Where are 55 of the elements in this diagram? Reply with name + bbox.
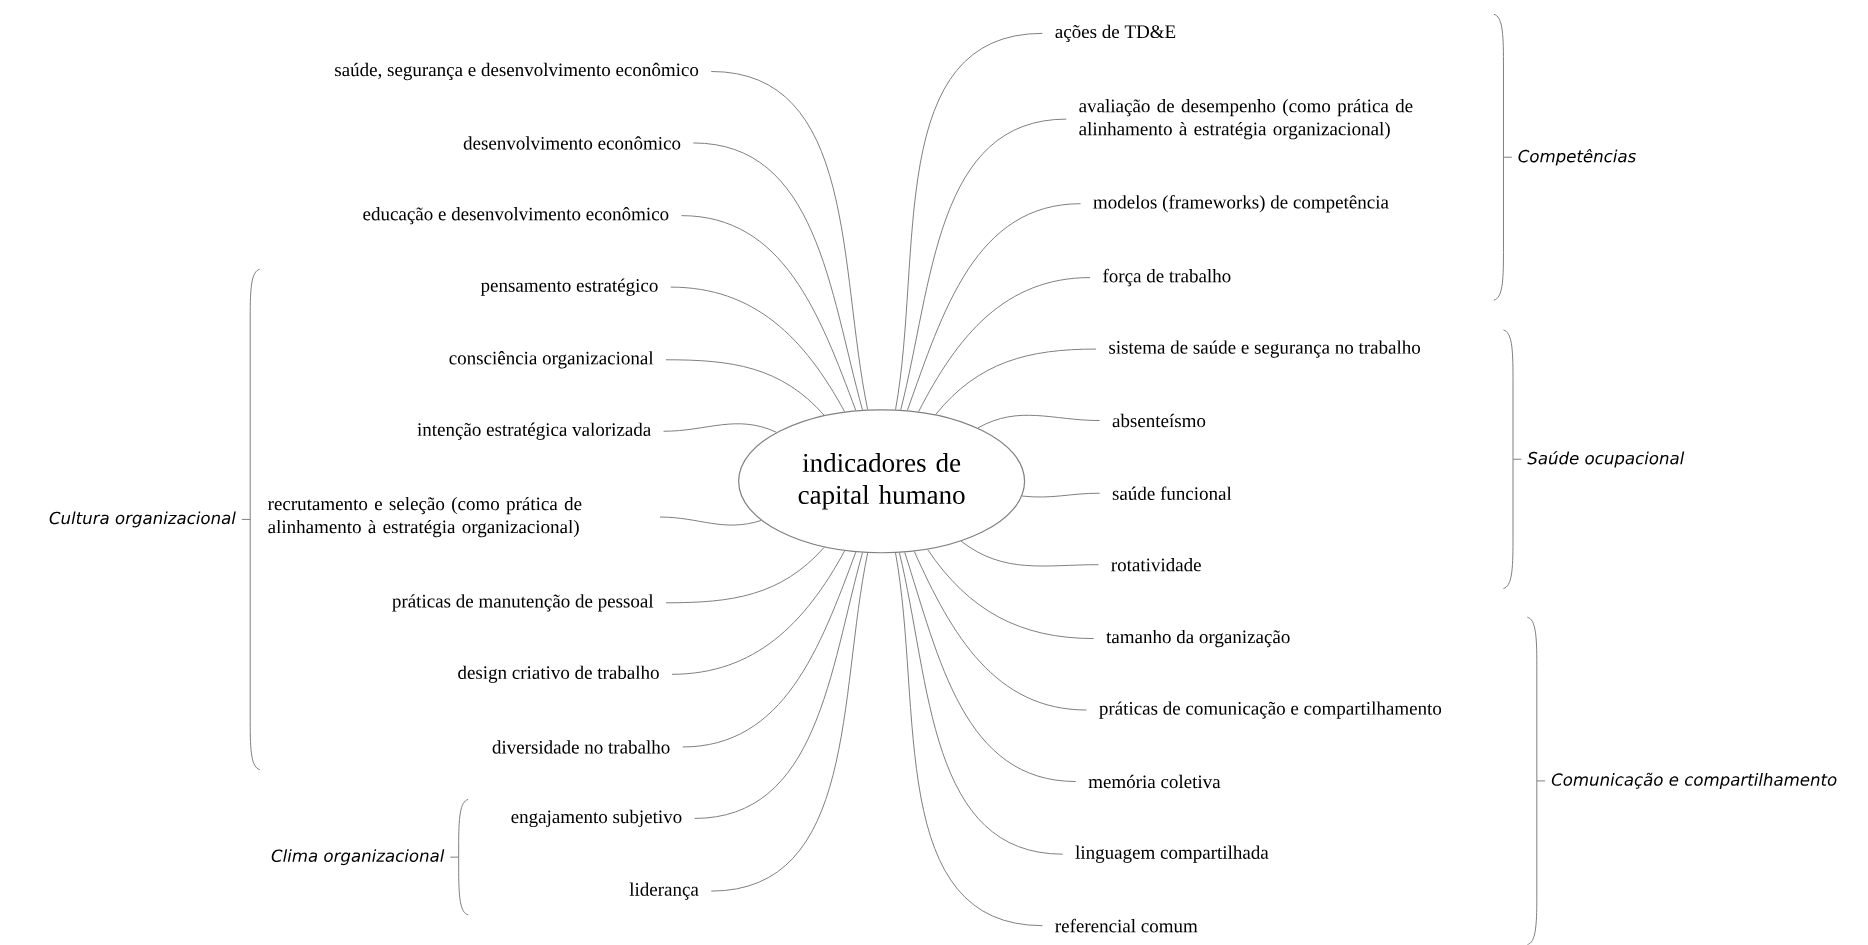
group-label: Comunicação e compartilhamento bbox=[1551, 772, 1837, 790]
connector-line bbox=[895, 552, 1043, 927]
item-text: práticas de manutenção de pessoal bbox=[392, 594, 654, 612]
group-label: Competências bbox=[1518, 149, 1636, 166]
item-text: força de trabalho bbox=[1103, 269, 1231, 287]
connector-line bbox=[895, 33, 1043, 411]
connector-line bbox=[904, 552, 1077, 783]
connector-line bbox=[694, 552, 863, 820]
item-text: práticas de comunicação e compartilhamento bbox=[1099, 701, 1442, 719]
item-text: pensamento estratégico bbox=[480, 278, 658, 296]
connector-line bbox=[659, 516, 762, 526]
item-text: referencial comum bbox=[1055, 919, 1198, 933]
connector-line bbox=[710, 552, 869, 892]
connector-line bbox=[900, 118, 1067, 411]
group-label: Saúde ocupacional bbox=[1527, 451, 1685, 468]
item-text: intenção estratégica valorizada bbox=[417, 422, 651, 441]
connector-line bbox=[710, 71, 869, 411]
item-text: educação e desenvolvimento econômico bbox=[363, 207, 669, 225]
item-text: linguagem compartilhada bbox=[1075, 845, 1269, 863]
connector-line bbox=[692, 142, 863, 411]
item-text: ações de TD&E bbox=[1055, 24, 1176, 43]
item-text: saúde, segurança e desenvolvimento econômico bbox=[335, 62, 699, 81]
connector-line bbox=[960, 540, 1099, 567]
item-text: liderança bbox=[629, 882, 699, 900]
group-label: Clima organizacional bbox=[271, 849, 445, 866]
connector-line bbox=[680, 215, 857, 412]
item-text: memória coletiva bbox=[1088, 774, 1221, 789]
item-text: sistema de saúde e segurança no trabalho bbox=[1109, 340, 1421, 358]
item-text: tamanho da organização bbox=[1106, 630, 1290, 648]
item-text: desenvolvimento econômico bbox=[463, 136, 681, 150]
item-text: recrutamento e seleção (como prática de alinhamento à estratégia organizacional) bbox=[268, 497, 582, 538]
item-text: saúde funcional bbox=[1112, 486, 1232, 501]
item-text: engajamento subjetivo bbox=[511, 809, 682, 828]
connector-line bbox=[671, 550, 846, 675]
item-text: consciência organizacional bbox=[449, 351, 654, 369]
connector-line bbox=[670, 286, 846, 413]
connector-line bbox=[1021, 492, 1101, 498]
connector-line bbox=[906, 203, 1082, 412]
item-text: design criativo de trabalho bbox=[458, 665, 659, 684]
connector-line bbox=[665, 359, 825, 416]
item-text: absenteísmo bbox=[1112, 414, 1206, 428]
item-text: avaliação de desempenho (como prática de alinhamento à estratégia organizacional) bbox=[1079, 99, 1413, 140]
group-label: Cultura organizacional bbox=[49, 511, 236, 528]
connector-line bbox=[663, 423, 777, 433]
connector-line bbox=[898, 552, 1064, 855]
connector-line bbox=[913, 551, 1087, 711]
connector-line bbox=[682, 551, 857, 748]
item-text: diversidade no trabalho bbox=[492, 740, 670, 754]
connector-line bbox=[977, 414, 1101, 429]
connector-line bbox=[918, 277, 1091, 413]
item-text: rotatividade bbox=[1111, 558, 1201, 572]
connector-line bbox=[927, 549, 1095, 640]
connector-line bbox=[665, 547, 825, 604]
item-text: modelos (frameworks) de competência bbox=[1093, 195, 1389, 213]
connector-line bbox=[935, 348, 1097, 416]
